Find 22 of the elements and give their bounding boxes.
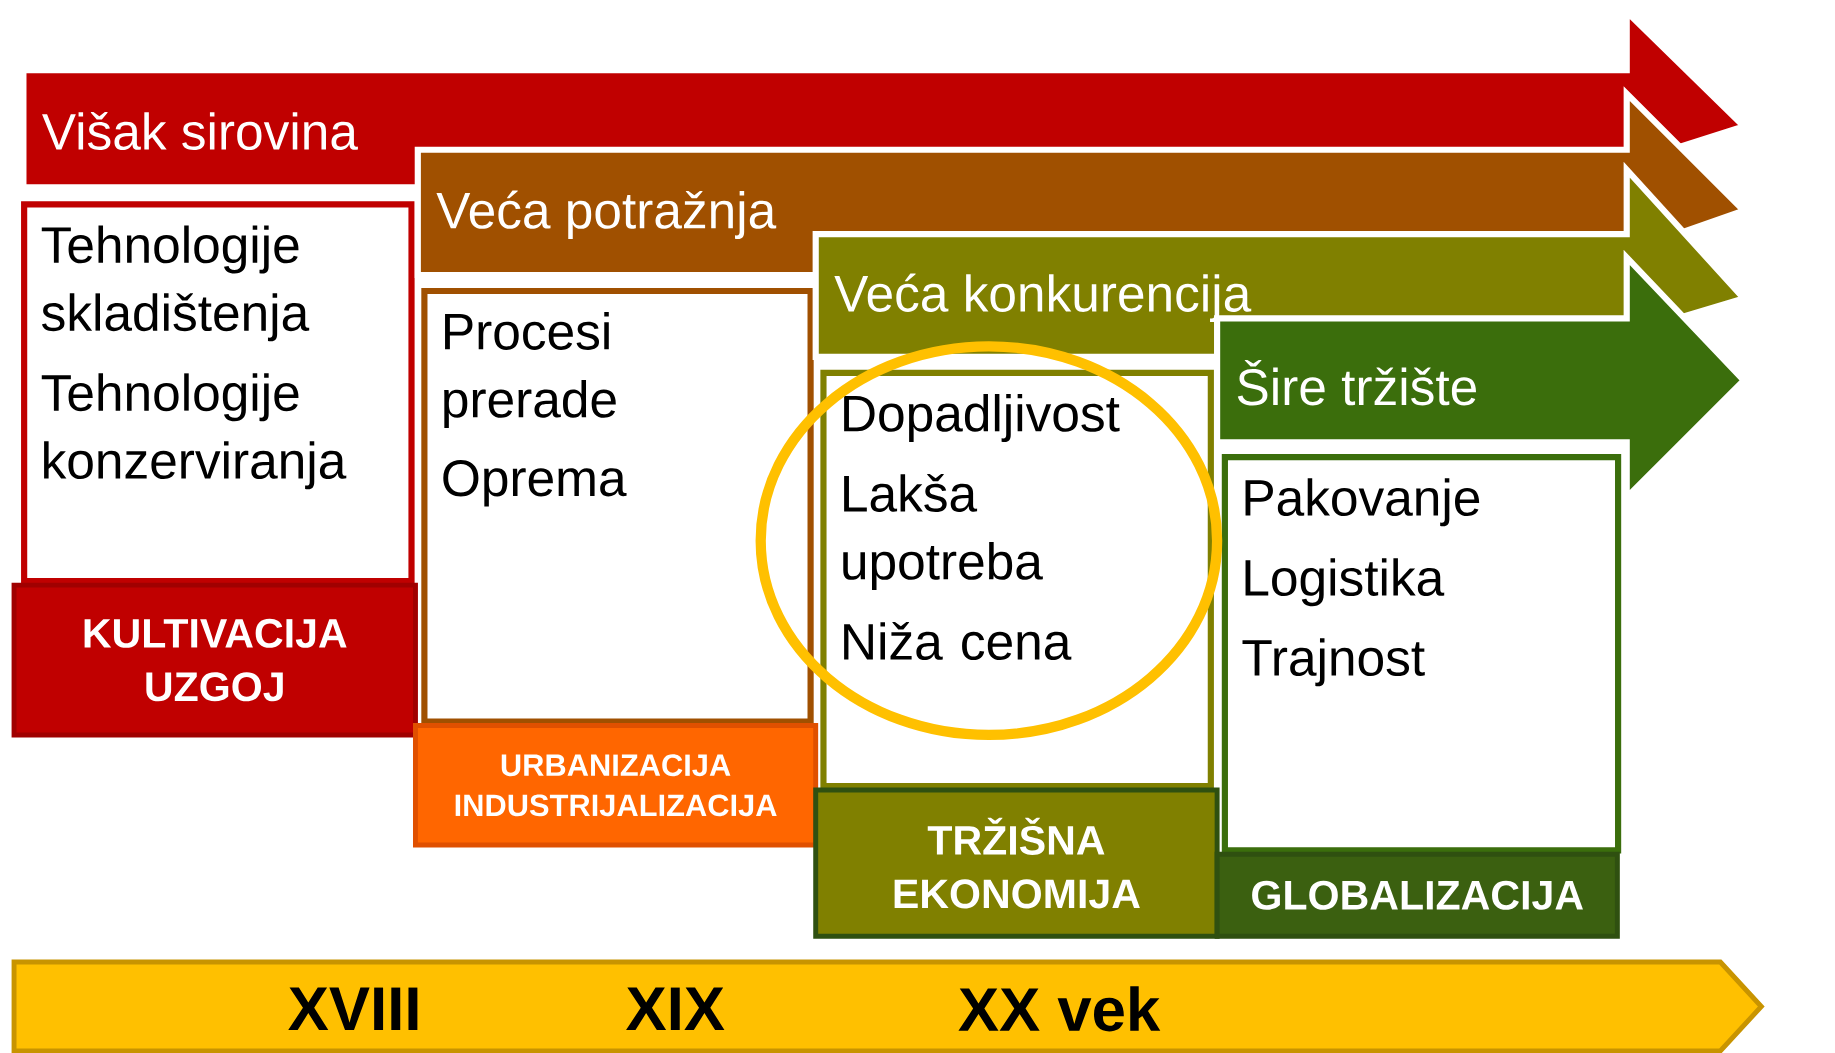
era-label: GLOBALIZACIJA	[1214, 851, 1620, 939]
era-label: KULTIVACIJA UZGOJ	[11, 582, 418, 738]
list-item: Pakovanje	[1245, 478, 1480, 527]
list-item: Tehnologije konzerviranja	[41, 373, 347, 489]
century-label: XX vek	[958, 986, 1161, 1032]
list-item: Lakša upotreba	[843, 473, 1043, 590]
list-item: Dopadljivost	[844, 393, 1120, 442]
content-box	[21, 201, 415, 585]
era-label: TRŽIŠNA EKONOMIJA	[813, 787, 1220, 939]
list-item: Oprema	[443, 459, 627, 507]
list-item: Tehnologije skladištenja	[41, 225, 310, 342]
content-box	[820, 369, 1214, 789]
century-label: XVIII	[288, 987, 418, 1030]
list-item: Niža cena	[844, 621, 1072, 660]
content-box	[421, 287, 814, 725]
century-label: XIX	[626, 987, 725, 1030]
list-item: Procesi prerade	[444, 311, 616, 428]
content-box	[1221, 453, 1622, 854]
timeline-arrow	[11, 959, 1765, 1053]
era-label: URBANIZACIJA INDUSTRIJALIZACIJA	[413, 723, 819, 848]
list-item: Trajnost	[1242, 638, 1425, 687]
list-item: Logistika	[1245, 558, 1445, 607]
